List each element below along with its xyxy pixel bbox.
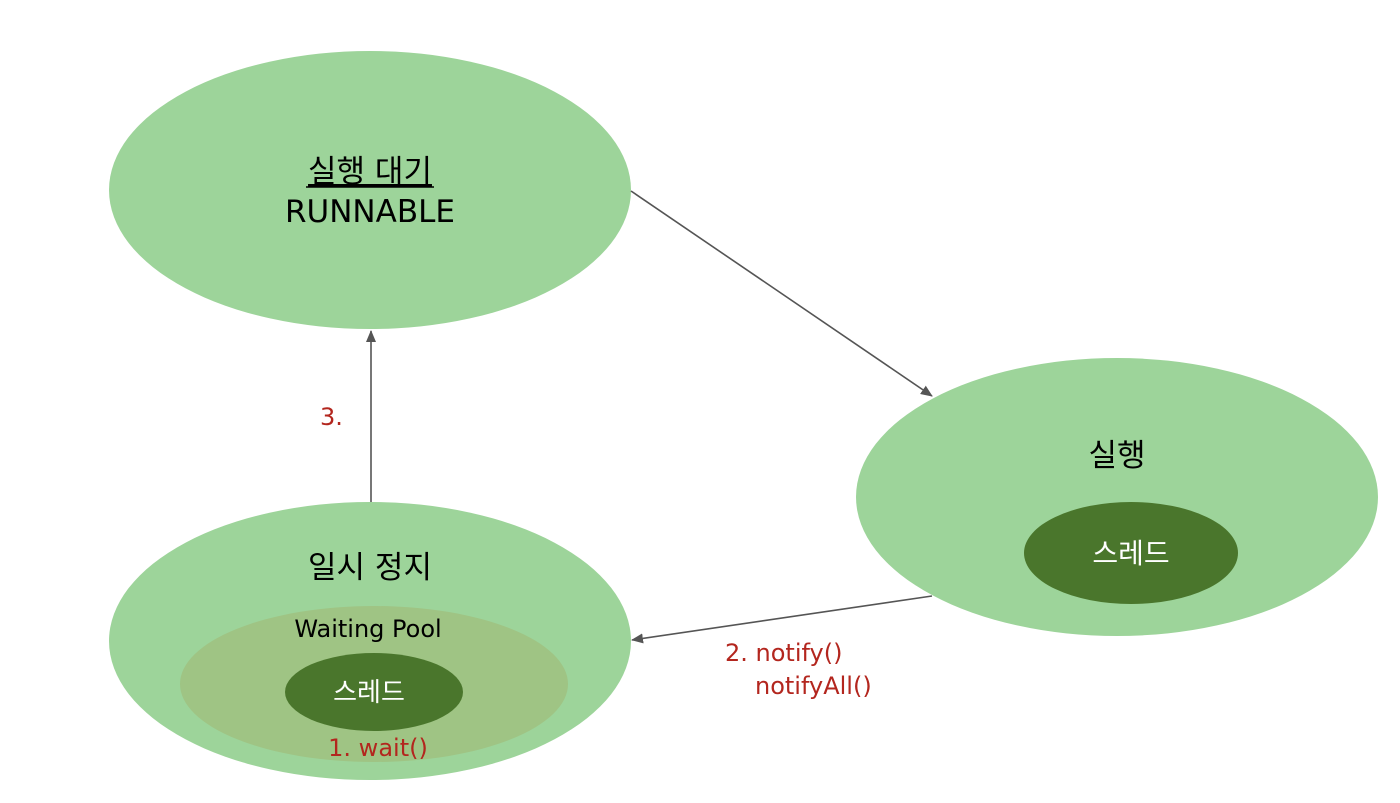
runnable-state-node: 실행 대기 RUNNABLE (109, 51, 631, 329)
arrow-running-to-paused (631, 595, 933, 644)
running-ellipse (856, 358, 1378, 636)
running-title: 실행 (1088, 438, 1145, 474)
wait-edge-label: 1. wait() (328, 734, 428, 762)
running-thread-label: 스레드 (1092, 537, 1169, 570)
paused-state-node: 일시 정지 Waiting Pool 스레드 1. wait() (109, 502, 631, 780)
runnable-ellipse (109, 51, 631, 329)
notify-edge-label: 2. notify() (725, 639, 842, 667)
running-thread-ellipse (1024, 502, 1238, 604)
running-state-node: 실행 스레드 (856, 358, 1378, 636)
paused-title: 일시 정지 (308, 550, 432, 586)
waiting-pool-label: Waiting Pool (294, 615, 441, 643)
paused-thread-ellipse (285, 653, 463, 731)
runnable-title: 실행 대기 (308, 154, 432, 190)
arrow-runnable-to-running (630, 190, 933, 397)
runnable-subtitle: RUNNABLE (285, 194, 455, 230)
notify-all-edge-label: notifyAll() (755, 672, 872, 700)
paused-thread-label: 스레드 (333, 678, 405, 708)
resume-edge-label: 3. (320, 403, 343, 431)
